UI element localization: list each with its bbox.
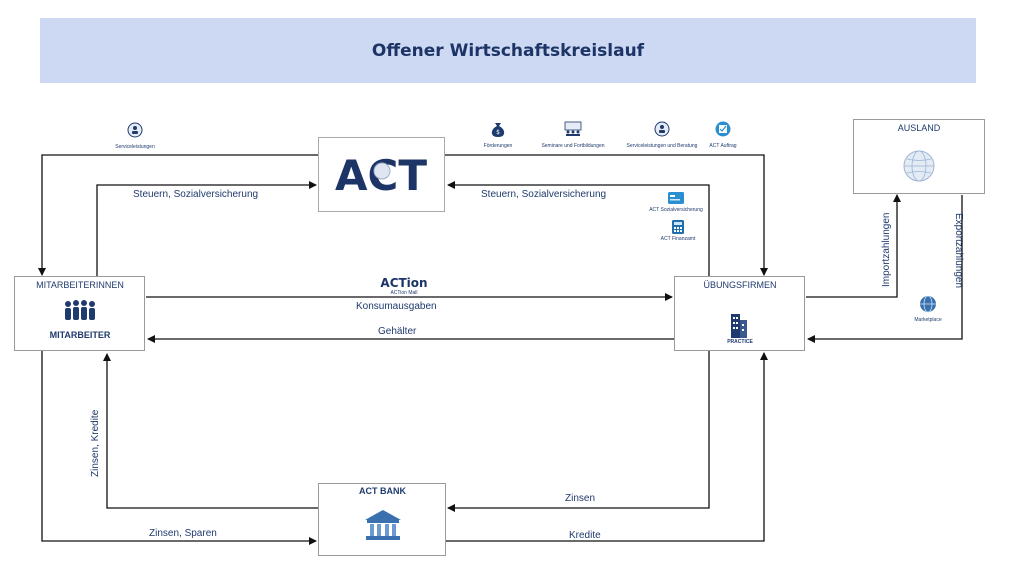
act-auftrag-caption: ACT Auftrag xyxy=(709,143,737,149)
service-icon xyxy=(127,122,143,138)
mitarbeiter-label: MITARBEITER xyxy=(49,330,111,340)
mitarbeiter-box: MITARBEITERINNEN MITARBEITER xyxy=(14,276,145,351)
page-title: Offener Wirtschaftskreislauf xyxy=(371,40,645,61)
arrow-service-to-mitarbeiter xyxy=(38,154,318,276)
ausland-label: AUSLAND xyxy=(897,123,941,133)
steuern-left-label: Steuern, Sozialversicherung xyxy=(133,189,259,200)
practice-caption: PRACTICE xyxy=(727,339,753,345)
arrow-zinsen xyxy=(447,351,710,512)
title-banner: Offener Wirtschaftskreislauf xyxy=(40,18,976,83)
money-bag-icon: $ xyxy=(491,123,505,137)
uebungsfirmen-box: ÜBUNGSFIRMEN PRACTICE xyxy=(674,276,805,351)
foerderungen-caption: Förderungen xyxy=(483,143,513,149)
act-bank-box: ACT BANK xyxy=(318,483,446,556)
action-mall-caption: ACTion Mall xyxy=(390,290,418,296)
kredite-label: Kredite xyxy=(569,530,601,541)
sozialversicherung-caption: ACT Sozialversicherung xyxy=(649,207,703,213)
service-caption: Serviceleistungen xyxy=(115,144,155,150)
seminar-icon xyxy=(564,121,582,136)
export-label: Exportzahlungen xyxy=(953,213,964,289)
globe-icon xyxy=(903,150,935,182)
konsum-label: Konsumausgaben xyxy=(356,301,437,312)
gehaelter-label: Gehälter xyxy=(378,326,417,337)
act-logo: ACT xyxy=(335,151,427,200)
consulting-icon xyxy=(654,121,670,137)
service-beratung-caption: Serviceleistungen und Beratung xyxy=(626,143,698,149)
calculator-icon xyxy=(672,220,684,234)
arrow-act-to-firmen xyxy=(445,154,768,276)
arrow-zinsen-kredite xyxy=(103,353,318,509)
import-label: Importzahlungen xyxy=(881,212,892,288)
building-icon xyxy=(731,314,747,338)
marketplace-caption: Marketplace xyxy=(914,317,942,323)
svg-text:$: $ xyxy=(496,129,500,136)
finanzamt-caption: ACT Finanzamt xyxy=(660,236,696,242)
steuern-right-label: Steuern, Sozialversicherung xyxy=(481,189,607,200)
act-bank-label: ACT BANK xyxy=(359,486,406,496)
arrow-import xyxy=(806,194,901,298)
insurance-card-icon xyxy=(668,192,684,204)
marketplace-globe-icon xyxy=(920,295,936,313)
mitarbeiterinnen-label: MITARBEITERINNEN xyxy=(36,280,124,290)
zinsen-sparen-label: Zinsen, Sparen xyxy=(149,528,217,539)
people-icon xyxy=(65,300,95,320)
act-box: ACT xyxy=(318,137,445,212)
zinsen-kredite-label: Zinsen, Kredite xyxy=(90,409,101,477)
seminare-caption: Seminare und Fortbildungen xyxy=(541,143,605,149)
arrow-export xyxy=(807,195,963,343)
action-logo: ACTion xyxy=(380,276,428,290)
ausland-box: AUSLAND xyxy=(853,119,985,194)
arrow-steuern-right xyxy=(447,181,710,277)
arrow-steuern-left xyxy=(96,181,317,277)
arrow-zinsen-sparen xyxy=(41,351,317,545)
checklist-icon xyxy=(715,121,731,137)
zinsen-label: Zinsen xyxy=(565,493,596,504)
uebungsfirmen-label: ÜBUNGSFIRMEN xyxy=(703,280,777,290)
bank-icon xyxy=(365,510,401,540)
arrow-kredite xyxy=(446,352,768,542)
